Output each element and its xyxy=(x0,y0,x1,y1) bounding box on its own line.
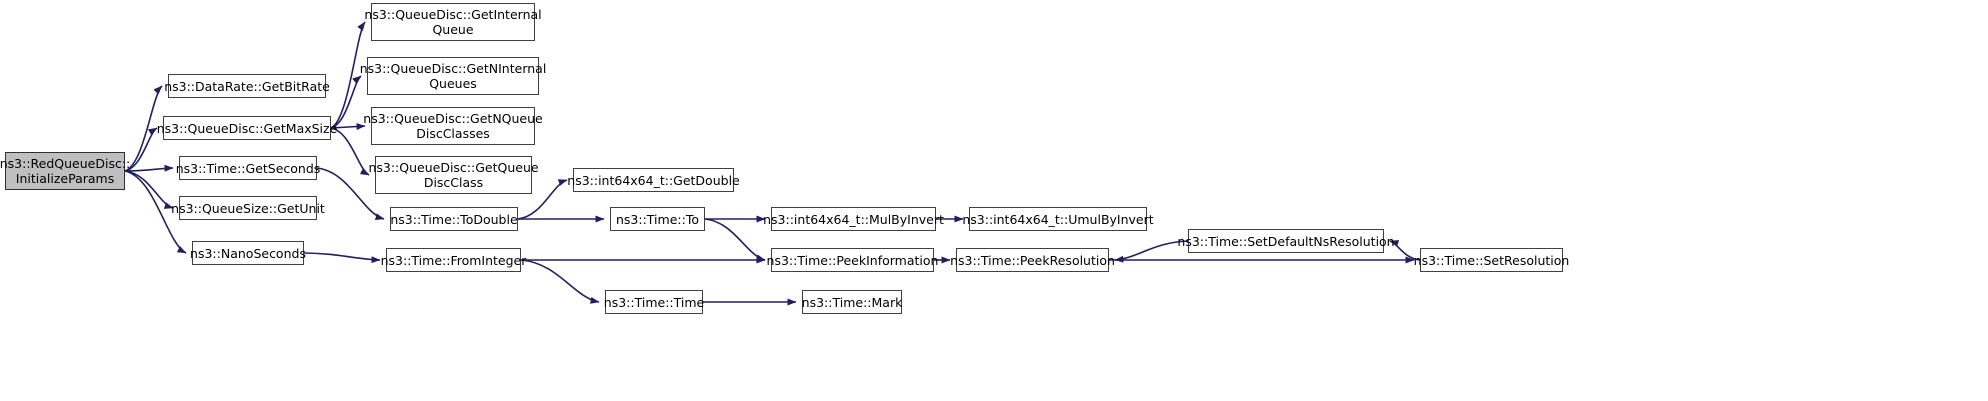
graph-node-label: ns3::Time::SetDefaultNsResolution xyxy=(1177,233,1395,249)
graph-node-label: ns3::Time::To xyxy=(616,211,699,227)
graph-node-label: ns3::QueueDisc::GetNInternal Queues xyxy=(359,61,547,91)
graph-node-getunit[interactable]: ns3::QueueSize::GetUnit xyxy=(171,196,325,220)
graph-node-label: ns3::NanoSeconds xyxy=(190,245,306,261)
graph-node-nanoseconds[interactable]: ns3::NanoSeconds xyxy=(190,241,306,265)
graph-node-timeto[interactable]: ns3::Time::To xyxy=(610,207,705,231)
graph-node-peekinformation[interactable]: ns3::Time::PeekInformation xyxy=(767,248,938,272)
graph-node-umulbyinvert[interactable]: ns3::int64x64_t::UmulByInvert xyxy=(962,207,1154,231)
graph-node-label: ns3::Time::PeekInformation xyxy=(766,252,939,268)
graph-node-label: ns3::QueueDisc::GetNQueue DiscClasses xyxy=(363,111,543,141)
graph-node-label: ns3::DataRate::GetBitRate xyxy=(164,78,330,94)
graph-edge-nanoseconds-to-frominteger xyxy=(303,252,381,264)
graph-node-frominteger[interactable]: ns3::Time::FromInteger xyxy=(381,248,526,272)
graph-node-label: ns3::int64x64_t::UmulByInvert xyxy=(962,211,1154,227)
graph-node-setresolution[interactable]: ns3::Time::SetResolution xyxy=(1414,248,1569,272)
graph-node-getnqueuediscclasses[interactable]: ns3::QueueDisc::GetNQueue DiscClasses xyxy=(363,107,543,145)
graph-node-getqueuediscclass[interactable]: ns3::QueueDisc::GetQueue DiscClass xyxy=(368,156,539,194)
graph-node-getdouble[interactable]: ns3::int64x64_t::GetDouble xyxy=(567,168,740,192)
graph-node-label: ns3::int64x64_t::GetDouble xyxy=(567,172,740,188)
graph-node-label: ns3::Time::Mark xyxy=(801,294,903,310)
graph-node-setdefaultnsresolution[interactable]: ns3::Time::SetDefaultNsResolution xyxy=(1177,229,1395,253)
graph-node-label: ns3::Time::PeekResolution xyxy=(950,252,1115,268)
graph-node-mark[interactable]: ns3::Time::Mark xyxy=(802,290,902,314)
graph-node-label: ns3::Time::SetResolution xyxy=(1413,252,1570,268)
graph-edge-frominteger-to-timetime xyxy=(520,259,600,304)
graph-node-peekresolution[interactable]: ns3::Time::PeekResolution xyxy=(950,248,1115,272)
graph-node-label: ns3::RedQueueDisc:: InitializeParams xyxy=(0,156,131,186)
graph-node-label: ns3::QueueDisc::GetMaxSize xyxy=(156,120,338,136)
graph-node-label: ns3::QueueDisc::GetQueue DiscClass xyxy=(368,160,539,190)
graph-node-label: ns3::int64x64_t::MulByInvert xyxy=(763,211,944,227)
graph-node-label: ns3::QueueDisc::GetInternal Queue xyxy=(364,7,542,37)
graph-node-getninternalqueues[interactable]: ns3::QueueDisc::GetNInternal Queues xyxy=(360,57,546,95)
graph-node-getseconds[interactable]: ns3::Time::GetSeconds xyxy=(176,156,320,180)
graph-node-label: ns3::Time::FromInteger xyxy=(380,252,527,268)
graph-node-label: ns3::QueueSize::GetUnit xyxy=(171,200,325,216)
graph-node-getmaxsize[interactable]: ns3::QueueDisc::GetMaxSize xyxy=(157,116,337,140)
graph-node-label: ns3::Time::ToDouble xyxy=(390,211,518,227)
graph-node-getinternalqueue[interactable]: ns3::QueueDisc::GetInternal Queue xyxy=(364,3,542,41)
graph-node-label: ns3::Time::GetSeconds xyxy=(175,160,321,176)
graph-node-mulbyinvert[interactable]: ns3::int64x64_t::MulByInvert xyxy=(763,207,944,231)
graph-node-getbitrate[interactable]: ns3::DataRate::GetBitRate xyxy=(164,74,330,98)
graph-node-label: ns3::Time::Time xyxy=(603,294,705,310)
graph-node-timetime[interactable]: ns3::Time::Time xyxy=(604,290,704,314)
graph-edge-timeto-to-peekinformation xyxy=(704,218,766,262)
graph-node-root[interactable]: ns3::RedQueueDisc:: InitializeParams xyxy=(0,152,130,190)
graph-node-todouble[interactable]: ns3::Time::ToDouble xyxy=(390,207,518,231)
